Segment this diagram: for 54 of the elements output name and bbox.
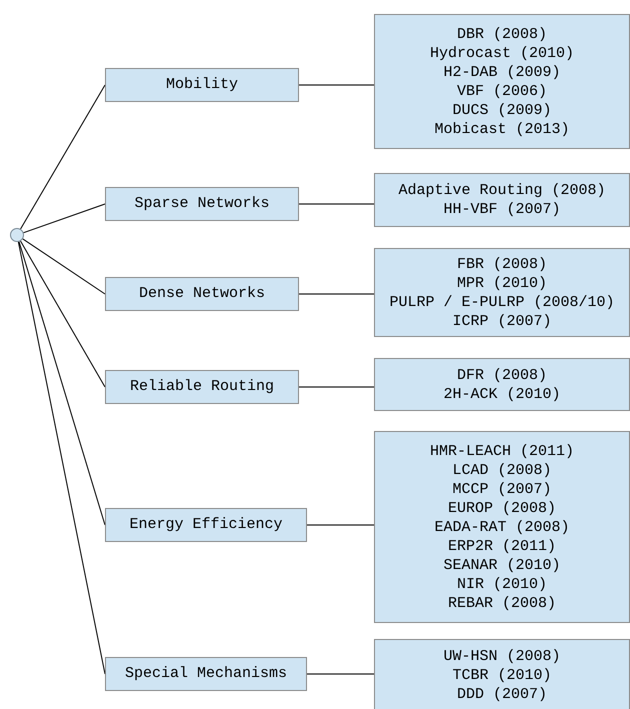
category-label: Reliable Routing — [130, 378, 274, 396]
protocol-name: H2-DAB (2009) — [443, 62, 561, 82]
category-box — [105, 508, 307, 542]
connector-line — [20, 84, 106, 230]
protocol-name: MCCP (2007) — [452, 480, 552, 498]
connector-line — [298, 386, 374, 388]
protocol-name: HMR-LEACH (2011) — [430, 442, 574, 460]
category-box — [105, 657, 307, 691]
protocol-name: ICRP (2007) — [452, 312, 552, 330]
protocol-name: LCAD (2008) — [452, 460, 552, 480]
protocol-list-box — [374, 358, 630, 411]
category-box — [105, 277, 299, 311]
protocol-name: EUROP (2008) — [448, 498, 556, 518]
protocol-name: EADA-RAT (2008) — [434, 518, 570, 536]
connector-line — [20, 240, 106, 388]
category-label: Dense Networks — [138, 285, 266, 303]
connector-line — [306, 524, 374, 526]
protocol-name: VBF (2006) — [456, 82, 547, 100]
root-circle — [10, 228, 24, 242]
connector-line — [298, 84, 374, 86]
protocol-name: DDD (2007) — [456, 684, 547, 704]
protocol-name: UW-HSN (2008) — [443, 646, 561, 666]
protocol-name: Mobicast (2013) — [434, 120, 570, 138]
protocol-name: FBR (2008) — [456, 254, 547, 274]
protocol-list-box — [374, 431, 630, 623]
protocol-name: ERP2R (2011) — [448, 536, 556, 556]
protocol-name: NIR (2010) — [456, 574, 547, 594]
connector-line — [22, 238, 106, 294]
protocol-name: Adaptive Routing (2008) — [398, 181, 606, 200]
category-box — [105, 187, 299, 221]
protocol-list-box — [374, 14, 630, 149]
protocol-name: SEANAR (2010) — [443, 556, 561, 574]
category-label: Mobility — [166, 76, 238, 94]
protocol-name: DBR (2008) — [456, 24, 547, 44]
protocol-name: DFR (2008) — [456, 366, 547, 384]
connector-line — [23, 204, 106, 234]
protocol-name: TCBR (2010) — [452, 666, 552, 684]
protocol-name: 2H-ACK (2010) — [443, 384, 561, 404]
protocol-name: REBAR (2008) — [448, 594, 556, 612]
protocol-name: DUCS (2009) — [452, 100, 552, 120]
protocol-list-box — [374, 639, 630, 709]
protocol-list-box — [374, 173, 630, 227]
protocol-name: HH-VBF (2007) — [443, 200, 561, 219]
category-label: Special Mechanisms — [124, 665, 288, 683]
category-label: Sparse Networks — [134, 195, 270, 213]
protocol-name: MPR (2010) — [456, 274, 547, 292]
protocol-name: Hydrocast (2010) — [430, 44, 574, 62]
connector-line — [18, 241, 106, 526]
protocol-name: PULRP / E-PULRP (2008/10) — [389, 292, 615, 312]
category-label: Energy Efficiency — [129, 516, 283, 534]
category-box — [105, 370, 299, 404]
category-box — [105, 68, 299, 102]
connector-line — [18, 241, 106, 674]
protocol-list-box — [374, 248, 630, 337]
